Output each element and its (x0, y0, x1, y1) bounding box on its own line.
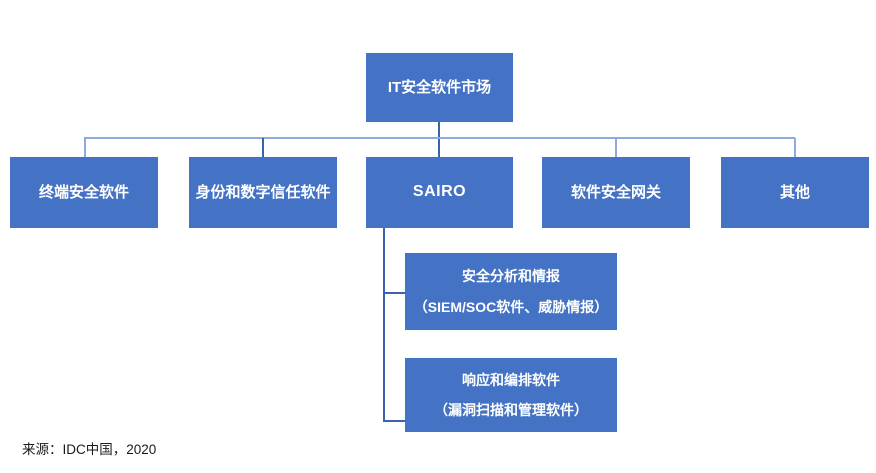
connector-root-stem (438, 122, 440, 158)
node-label: IT安全软件市场 (387, 78, 492, 96)
node-identity-digital-trust-software[interactable]: 身份和数字信任软件 (189, 157, 337, 228)
node-it-security-software-market[interactable]: IT安全软件市场 (366, 53, 513, 122)
connector-branch-response (383, 420, 406, 422)
connector-drop-identity (262, 138, 264, 158)
node-label: 终端安全软件 (38, 183, 129, 201)
node-label-secondary: （漏洞扫描和管理软件） (434, 402, 588, 418)
node-sairo[interactable]: SAIRO (366, 157, 513, 228)
node-label: SAIRO (412, 183, 467, 201)
node-label-primary: 安全分析和情报 (462, 268, 560, 285)
connector-sairo-spine (383, 228, 385, 422)
node-label-secondary: （SIEM/SOC软件、威胁情报） (413, 298, 609, 315)
node-label: 其他 (779, 183, 810, 201)
node-label: 软件安全网关 (570, 183, 661, 201)
node-label-primary: 响应和编排软件 (462, 371, 560, 388)
node-response-orchestration-software[interactable]: 响应和编排软件 （漏洞扫描和管理软件） (405, 358, 617, 432)
connector-horizontal-bus (84, 137, 795, 139)
connector-drop-gateway (615, 138, 617, 158)
connector-branch-analytics (383, 292, 406, 294)
connector-drop-endpoint (84, 138, 86, 158)
node-other[interactable]: 其他 (721, 157, 869, 228)
node-label: 身份和数字信任软件 (195, 183, 331, 201)
source-note: 来源：IDC中国，2020 (22, 442, 157, 457)
node-security-analytics-intelligence[interactable]: 安全分析和情报 （SIEM/SOC软件、威胁情报） (405, 253, 617, 330)
node-endpoint-security-software[interactable]: 终端安全软件 (10, 157, 158, 228)
connector-drop-other (794, 138, 796, 158)
node-software-security-gateway[interactable]: 软件安全网关 (542, 157, 690, 228)
